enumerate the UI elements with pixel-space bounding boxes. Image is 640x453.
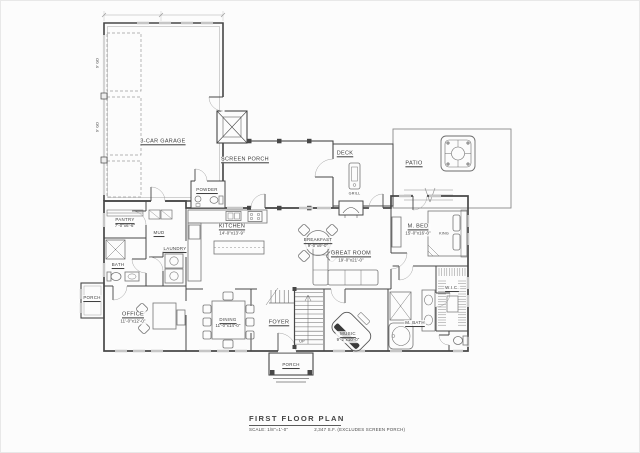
room-label-patio: PATIO <box>404 160 424 168</box>
grand-piano <box>331 311 372 352</box>
walk-in-closet <box>438 268 466 326</box>
room-label-garage: 3-CAR GARAGE <box>139 138 187 146</box>
dimension-line <box>101 11 226 21</box>
room-label-front-porch: PORCH <box>281 362 301 368</box>
front-porch-columns <box>270 370 312 375</box>
outdoor-fireplace <box>216 110 248 144</box>
fireplace <box>338 200 364 218</box>
grill-label: GRILL <box>348 191 361 196</box>
room-label-master-bath: M. BATH <box>404 320 426 326</box>
room-label-bath: BATH <box>110 262 126 268</box>
garage-door-openings <box>100 35 108 195</box>
mud-cubbies <box>148 209 173 220</box>
plan-title: FIRST FLOOR PLAN <box>249 414 345 423</box>
screen-porch-posts <box>247 138 312 211</box>
title-block: FIRST FLOOR PLAN SCALE: 1/8"=1'-0" 2,347… <box>249 414 405 432</box>
king-bed-label: KING <box>439 231 449 236</box>
room-label-wic: W.I.C. <box>444 285 460 291</box>
master-bath-fixtures <box>388 289 469 350</box>
room-label-mud: MUD <box>152 230 166 236</box>
garage-door-label-1: 9' GD <box>95 57 100 69</box>
stairs <box>265 287 323 349</box>
pantry-shelves <box>106 209 144 217</box>
room-label-powder: POWDER <box>195 187 219 193</box>
title-underline <box>249 424 341 426</box>
powder-fixtures <box>194 195 224 207</box>
wall-openings <box>113 97 451 353</box>
grill <box>348 162 361 190</box>
room-label-side-porch: PORCH <box>82 295 102 301</box>
hot-tub <box>440 135 476 172</box>
dining-table <box>202 291 255 349</box>
room-label-laundry: LAUNDRY <box>162 246 188 252</box>
hall-bath-fixtures <box>105 239 140 282</box>
scale-note: SCALE: 1/8"=1'-0" <box>249 427 289 432</box>
stairs-up-label: UP <box>299 339 305 344</box>
room-label-screen-porch: SCREEN PORCH <box>220 156 270 164</box>
garage-door-label-2: 9' GD <box>95 121 100 133</box>
screen-porch-walls <box>222 140 334 209</box>
windows <box>79 21 470 353</box>
garage-bays <box>106 32 142 198</box>
sectional-sofa <box>312 239 379 286</box>
area-note: 2,347 S.F. (EXCLUDES SCREEN PORCH) <box>314 427 406 432</box>
front-porch-outline <box>268 352 314 383</box>
washer-dryer <box>164 253 184 284</box>
kitchen-fixtures <box>187 209 268 282</box>
room-label-foyer: FOYER <box>267 319 291 327</box>
room-label-deck: DECK <box>335 150 355 158</box>
door-swings <box>112 96 451 352</box>
